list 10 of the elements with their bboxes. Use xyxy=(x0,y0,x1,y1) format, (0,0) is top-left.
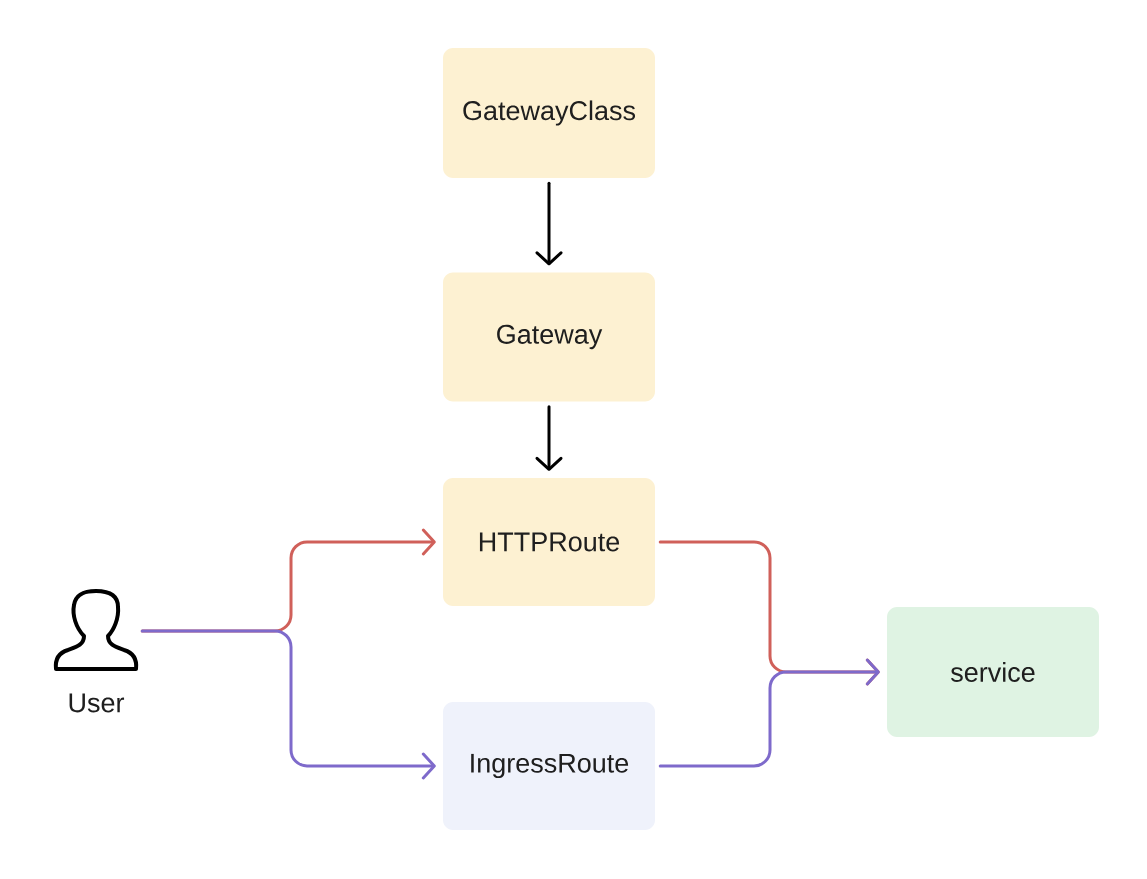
process-box: service xyxy=(887,607,1099,737)
arrow xyxy=(535,181,563,266)
arrow xyxy=(140,629,436,780)
arrow xyxy=(535,405,563,471)
process-box: IngressRoute xyxy=(443,702,655,830)
icon-label: User xyxy=(69,693,125,713)
process-box: GatewayClass xyxy=(443,48,655,178)
arrow xyxy=(658,658,880,768)
process-box: HTTPRoute xyxy=(443,478,655,606)
process-box: Gateway xyxy=(443,272,655,402)
